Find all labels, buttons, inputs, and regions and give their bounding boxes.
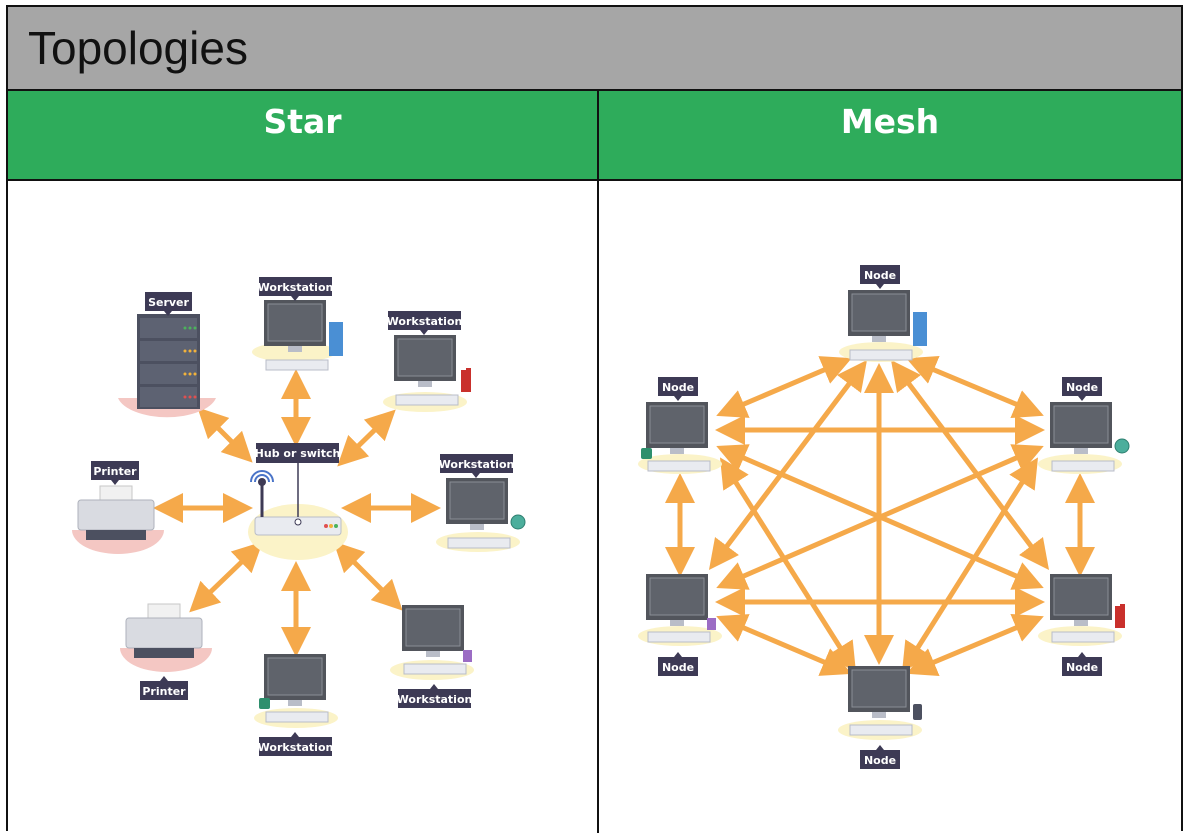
svg-text:Node: Node — [662, 661, 694, 674]
link-printer-bottom-hub — [189, 541, 263, 613]
workstation-top-icon — [252, 300, 343, 371]
mesh-node-lefttop-label: Node — [658, 377, 698, 401]
svg-text:Node: Node — [864, 269, 896, 282]
svg-text:Printer: Printer — [142, 685, 186, 698]
pencil-cup-icon — [463, 650, 472, 662]
topologies-table: Topologies Star Mesh — [6, 5, 1183, 833]
title-bar: Topologies — [8, 7, 1181, 91]
link-server-hub — [197, 407, 253, 463]
books-icon — [1115, 604, 1125, 628]
hub-label-text: Hub or switch — [255, 447, 341, 460]
link-workstation-topright-hub — [337, 409, 396, 467]
mesh-node-top-icon — [839, 290, 927, 362]
svg-text:Workstation: Workstation — [439, 458, 515, 471]
mesh-diagram: Node Node Node — [638, 265, 1130, 769]
page-title: Topologies — [28, 22, 248, 74]
workstation-top-label: Workstation — [258, 277, 334, 301]
workstation-right-icon — [436, 478, 526, 552]
column-divider — [597, 91, 599, 833]
svg-text:Workstation: Workstation — [258, 741, 334, 754]
mug-icon — [259, 698, 270, 709]
hub-label: Hub or switch — [255, 443, 341, 463]
workstation-topright-label: Workstation — [387, 311, 463, 335]
mesh-node-righttop-label: Node — [1062, 377, 1102, 401]
printer-bottom-label: Printer — [140, 676, 188, 700]
globe-icon — [1114, 438, 1130, 454]
server-icon — [118, 314, 216, 418]
star-header: Star — [8, 91, 597, 181]
mesh-node-leftbottom-label: Node — [658, 652, 698, 676]
workstation-bottomright-icon — [390, 605, 474, 680]
mesh-node-righttop-icon — [1038, 402, 1130, 474]
mesh-node-lefttop-icon — [638, 402, 722, 474]
binder-icon — [329, 322, 343, 356]
signal-icon — [250, 470, 274, 483]
workstation-bottom-icon — [254, 654, 338, 728]
mesh-node-rightbottom-label: Node — [1062, 652, 1102, 676]
svg-text:Workstation: Workstation — [397, 693, 473, 706]
books-icon — [461, 368, 471, 392]
svg-text:Printer: Printer — [93, 465, 137, 478]
workstation-bottom-label: Workstation — [258, 732, 334, 756]
mesh-node-bottom-icon — [838, 666, 922, 740]
printer-left-icon — [72, 485, 164, 554]
mesh-node-bottom-label: Node — [860, 745, 900, 769]
svg-text:Node: Node — [1066, 381, 1098, 394]
svg-text:Workstation: Workstation — [258, 281, 334, 294]
svg-text:Node: Node — [864, 754, 896, 767]
workstation-right-label: Workstation — [439, 454, 515, 478]
mesh-node-leftbottom-icon — [638, 574, 722, 646]
workstation-topright-icon — [383, 335, 471, 412]
svg-text:Workstation: Workstation — [387, 315, 463, 328]
pencil-cup-icon — [707, 618, 716, 630]
svg-text:Node: Node — [1066, 661, 1098, 674]
mug-icon — [641, 448, 652, 459]
phone-icon — [913, 704, 922, 720]
printer-bottom-icon — [120, 603, 212, 672]
server-label: Server — [145, 292, 192, 316]
link-workstation-bottomright-hub — [333, 541, 403, 611]
printer-left-label: Printer — [91, 461, 139, 485]
svg-text:Node: Node — [662, 381, 694, 394]
mesh-links — [665, 355, 1095, 677]
star-diagram: Hub or switch Server Workstation — [72, 277, 526, 756]
mesh-header: Mesh — [599, 91, 1181, 181]
globe-icon — [510, 514, 526, 530]
hub-switch — [248, 462, 348, 560]
workstation-bottomright-label: Workstation — [397, 684, 473, 708]
mesh-node-top-label: Node — [860, 265, 900, 289]
star-links — [153, 369, 441, 657]
svg-text:Server: Server — [148, 296, 189, 309]
binder-icon — [913, 312, 927, 346]
mesh-node-rightbottom-icon — [1038, 574, 1125, 646]
